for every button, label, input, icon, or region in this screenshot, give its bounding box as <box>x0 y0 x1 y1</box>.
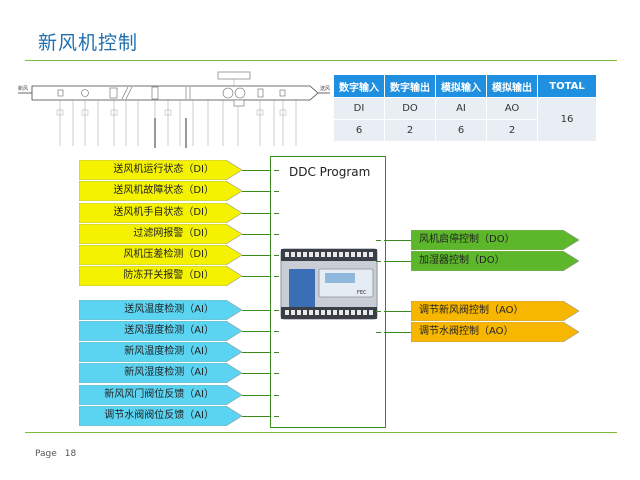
di-input-1: 送风机运行状态（DI） <box>79 160 242 180</box>
di-input-5: 风机压差检测（DI） <box>79 245 242 265</box>
di-input-3: 送风机手自状态（DI） <box>79 203 242 223</box>
page-number: 18 <box>64 449 77 459</box>
di-input-4: 过滤网报警（DI） <box>79 224 242 244</box>
cell-ai: AI <box>435 97 487 120</box>
ai-input-2: 送风湿度检测（AI） <box>79 321 242 341</box>
ddc-device-text: FEC <box>357 290 367 296</box>
cell-ao: AO <box>486 97 538 120</box>
page-footer: Page 18 <box>35 449 84 459</box>
ao-output-1: 调节新风阀控制（AO） <box>411 301 579 321</box>
ai-input-1: 送风温度检测（AI） <box>79 300 242 320</box>
ai-input-3: 新风温度检测（AI） <box>79 342 242 362</box>
cell-ao-count: 2 <box>486 119 538 142</box>
cell-total: 16 <box>537 97 597 142</box>
header-digital-out: 数字输出 <box>384 74 436 98</box>
header-analog-out: 模拟输出 <box>486 74 538 98</box>
ddc-label: DDC Program <box>289 165 371 179</box>
page-title: 新风机控制 <box>38 32 139 54</box>
cell-di-count: 6 <box>333 119 385 142</box>
di-input-6: 防冻开关报警（DI） <box>79 266 242 286</box>
cell-di: DI <box>333 97 385 120</box>
ai-input-4: 新风湿度检测（AI） <box>79 363 242 383</box>
cell-do: DO <box>384 97 436 120</box>
header-total: TOTAL <box>537 74 597 98</box>
outlet-label: 送风 <box>320 85 330 92</box>
do-output-1: 风机启停控制（DO） <box>411 230 579 250</box>
ai-input-6: 调节水阀阀位反馈（AI） <box>79 406 242 426</box>
ddc-controller-image: FEC <box>280 248 378 320</box>
cell-ai-count: 6 <box>435 119 487 142</box>
di-input-2: 送风机故障状态（DI） <box>79 181 242 201</box>
ao-output-2: 调节水阀控制（AO） <box>411 322 579 342</box>
inlet-label: 新风 <box>18 85 28 92</box>
io-summary-table: 数字输入 数字输出 模拟输入 模拟输出 TOTAL DI DO AI AO 16… <box>333 74 597 142</box>
ahu-schematic: 新风 送风 <box>18 71 330 148</box>
do-output-2: 加湿器控制（DO） <box>411 251 579 271</box>
footer-divider <box>25 432 617 433</box>
header-digital-in: 数字输入 <box>333 74 385 98</box>
ai-input-5: 新风风门阀位反馈（AI） <box>79 385 242 405</box>
title-divider <box>25 60 617 61</box>
header-analog-in: 模拟输入 <box>435 74 487 98</box>
ddc-program-box: DDC Program FEC <box>270 156 386 428</box>
cell-do-count: 2 <box>384 119 436 142</box>
page-label: Page <box>35 449 57 459</box>
